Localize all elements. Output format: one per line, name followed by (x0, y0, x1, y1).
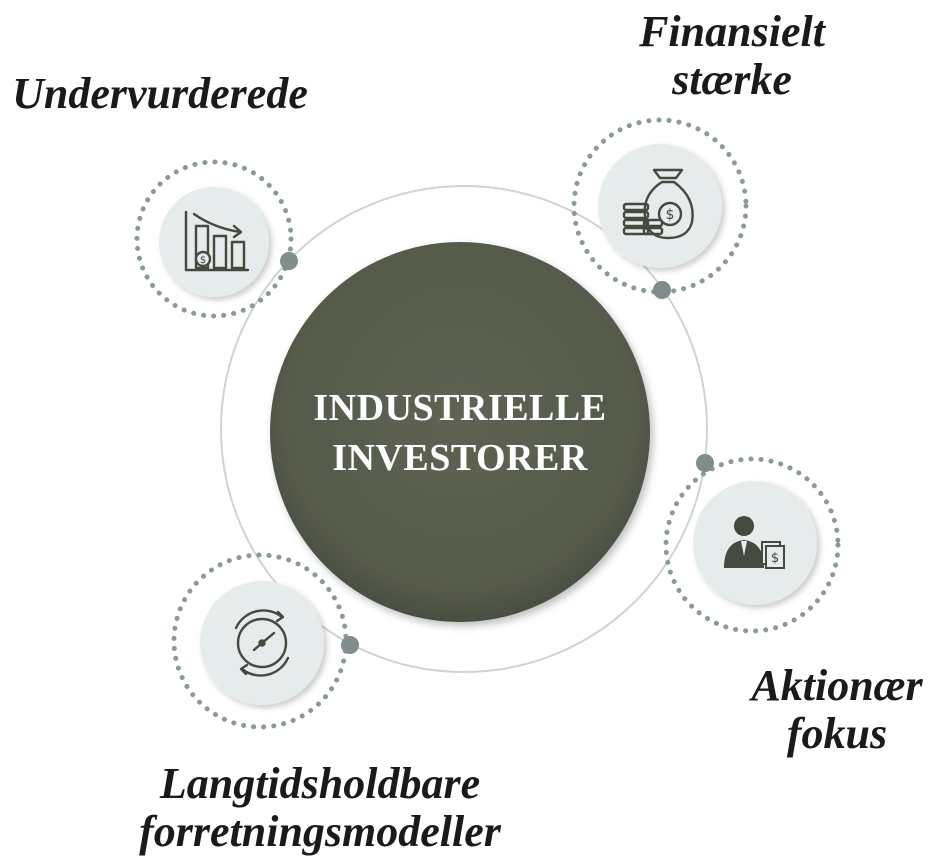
connector-dot (696, 454, 714, 472)
node-langtid (171, 552, 359, 730)
dotted-ring (134, 159, 294, 319)
node-finansielt: $ (571, 117, 749, 299)
connector-dot (653, 281, 671, 299)
node-disc (693, 481, 817, 605)
dotted-ring (571, 117, 749, 295)
label-line: fokus (786, 709, 888, 758)
outer-ring (220, 185, 708, 673)
svg-text:$: $ (200, 255, 206, 266)
label-line: Finansielt (639, 7, 825, 56)
businessman-dollar-icon: $ (724, 516, 785, 569)
label-undervurderede: Undervurderede (4, 70, 316, 118)
connector-dot (280, 252, 298, 270)
label-line: stærke (672, 55, 792, 104)
node-undervurderede: $ (134, 159, 298, 319)
label-aktionaer: Aktionær fokus (732, 662, 942, 758)
dotted-ring (663, 456, 841, 634)
node-aktionaer: $ (663, 454, 841, 634)
center-title-line1: INDUSTRIELLE (313, 387, 606, 429)
label-line: Undervurderede (12, 69, 308, 118)
label-line: forretningsmodeller (139, 807, 501, 856)
label-langtid: Langtidsholdbare forretningsmodeller (100, 760, 540, 856)
declining-chart-dollar-icon: $ (184, 210, 250, 272)
svg-text:$: $ (771, 551, 779, 566)
svg-text:$: $ (666, 207, 675, 223)
connector-dot (341, 636, 359, 654)
label-line: Langtidsholdbare (159, 759, 481, 808)
center-title-line2: INVESTORER (332, 437, 588, 479)
center-hub: INDUSTRIELLE INVESTORER (270, 242, 650, 622)
node-disc (598, 144, 722, 268)
clock-cycle-icon (234, 609, 290, 677)
label-finansielt: Finansielt stærke (612, 8, 852, 104)
money-bag-coins-icon: $ (622, 168, 694, 240)
label-line: Aktionær (751, 661, 923, 710)
